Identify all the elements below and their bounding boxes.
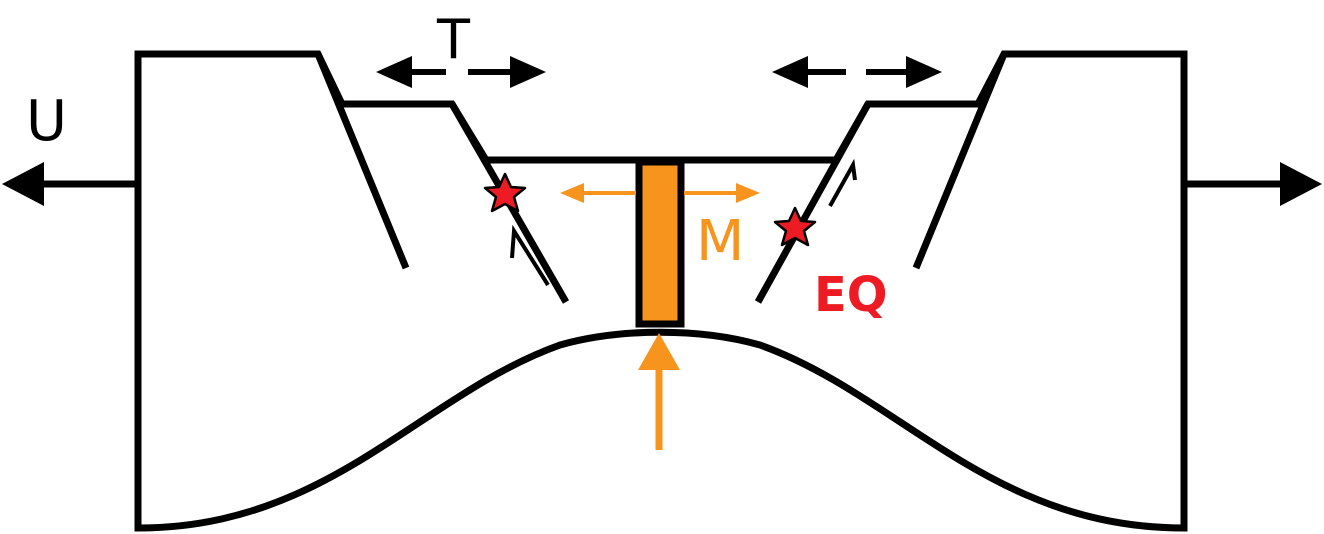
left-extension-arrow-icon bbox=[2, 162, 136, 206]
label-fault-slip: T bbox=[436, 8, 471, 71]
crust-block-outline bbox=[134, 50, 1188, 532]
right-outer-fault bbox=[912, 52, 1008, 270]
left-earthquake-star-icon bbox=[483, 172, 527, 213]
left-double-arrow-icon bbox=[376, 56, 546, 88]
right-slip-arrow-icon bbox=[828, 158, 857, 207]
magma-dike bbox=[635, 158, 685, 328]
right-earthquake-star-icon bbox=[773, 206, 817, 247]
right-extension-arrow-icon bbox=[1186, 162, 1322, 206]
left-slip-arrow-icon bbox=[510, 224, 550, 287]
left-outer-fault bbox=[314, 52, 410, 270]
label-extension: U bbox=[26, 89, 67, 154]
magma-up-arrow-icon bbox=[638, 333, 680, 450]
magma-right-arrow-icon bbox=[684, 183, 760, 203]
label-earthquake: EQ bbox=[814, 267, 888, 323]
right-double-arrow-icon bbox=[772, 56, 942, 88]
right-inner-fault bbox=[754, 102, 872, 304]
label-magma: M bbox=[696, 209, 744, 274]
magma-left-arrow-icon bbox=[560, 183, 636, 203]
